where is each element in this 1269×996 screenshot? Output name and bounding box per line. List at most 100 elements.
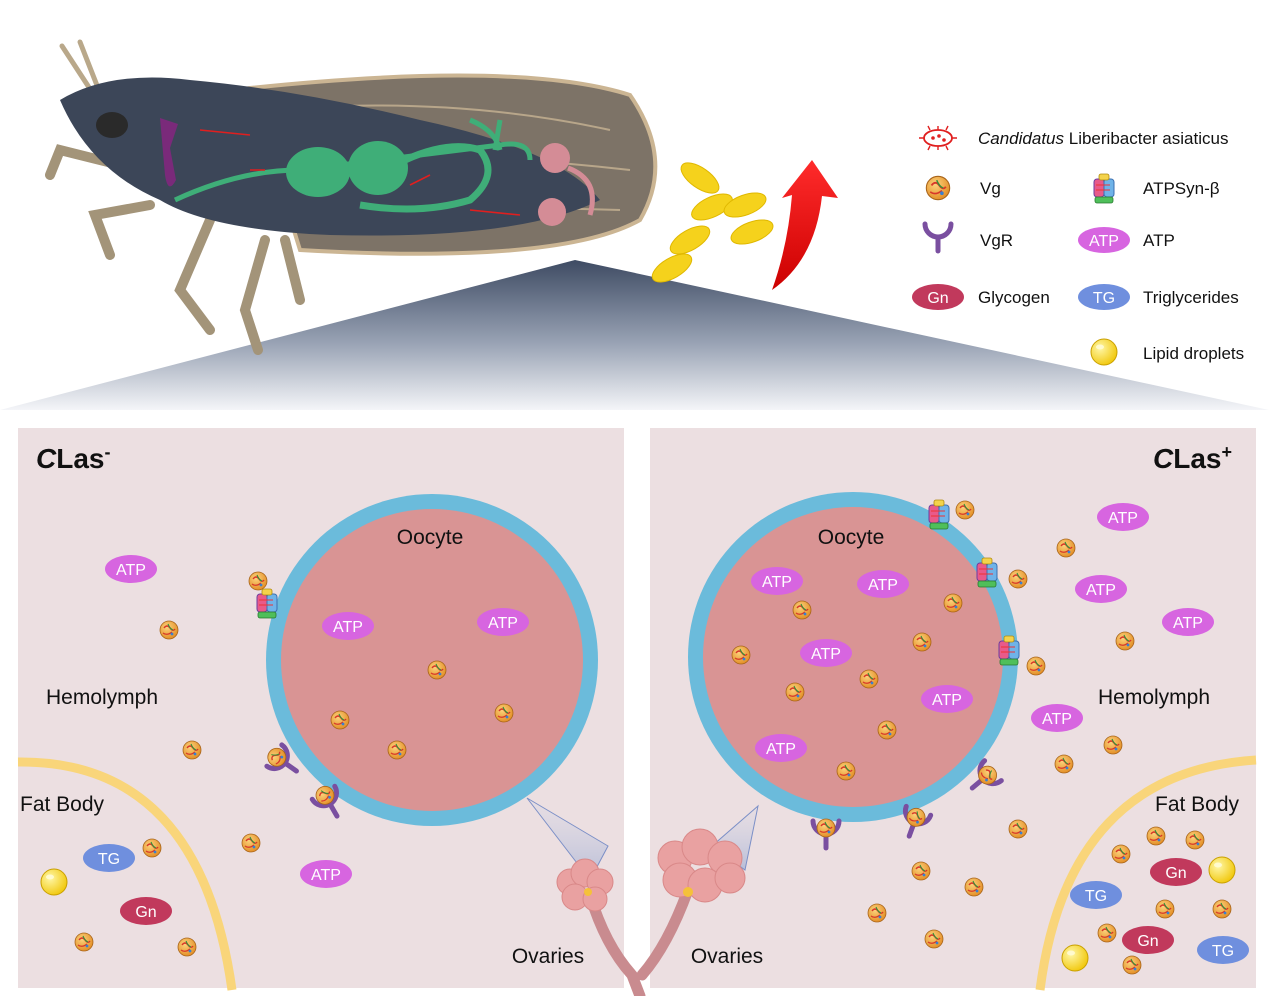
clas-bacterium-icon <box>918 125 958 151</box>
legend-atp-badge-text: ATP <box>1089 233 1119 250</box>
left-vg <box>182 740 202 760</box>
right-vg <box>1185 830 1205 850</box>
svg-text:ATP: ATP <box>932 692 962 709</box>
svg-text:ATP: ATP <box>488 615 518 632</box>
right-ovaries-label: Ovaries <box>691 945 763 968</box>
svg-text:TG: TG <box>98 851 120 868</box>
right-vg <box>1054 754 1074 774</box>
svg-text:ATP: ATP <box>311 867 341 884</box>
left-atp-pill: ATP <box>477 608 529 636</box>
left-oocyte <box>281 509 583 811</box>
legend-atpsyn-label: ATPSyn-β <box>1143 179 1220 198</box>
gn-badge-icon <box>912 284 964 310</box>
psyllid-illustration <box>45 39 658 355</box>
left-tg-pill: TG <box>83 844 135 872</box>
left-vg <box>494 703 514 723</box>
legend-clas-label: Candidatus Liberibacter asiaticus <box>978 129 1228 148</box>
left-ovaries-label: Ovaries <box>512 945 584 968</box>
left-panel: CLas- Oocyte ATP ATP ATP ATP TG Gn <box>17 428 624 991</box>
left-oocyte-label: Oocyte <box>397 526 464 549</box>
svg-text:Gn: Gn <box>1137 933 1158 950</box>
right-fat-body-membrane <box>1035 755 1257 991</box>
right-vg <box>911 861 931 881</box>
right-atp-pill: ATP <box>1097 503 1149 531</box>
right-vg <box>1212 899 1232 919</box>
right-vg <box>1146 826 1166 846</box>
right-vg <box>912 632 932 652</box>
left-vg <box>387 740 407 760</box>
legend-tg-badge-text: TG <box>1093 290 1115 307</box>
legend-triglycerides-label: Triglycerides <box>1143 288 1239 307</box>
legend-atp-label: ATP <box>1143 231 1175 250</box>
left-vg <box>248 571 268 591</box>
right-vg <box>964 877 984 897</box>
right-vg <box>1122 955 1142 975</box>
right-vg <box>924 929 944 949</box>
legend: Candidatus Liberibacter asiaticus Vg ATP… <box>912 125 1244 366</box>
svg-text:ATP: ATP <box>1108 510 1138 527</box>
right-tg-pill: TG <box>1070 881 1122 909</box>
right-vg <box>867 903 887 923</box>
right-atp-pill: ATP <box>751 567 803 595</box>
right-vg <box>1056 538 1076 558</box>
svg-text:ATP: ATP <box>868 577 898 594</box>
legend-glycogen-label: Glycogen <box>978 288 1050 307</box>
right-vg <box>785 682 805 702</box>
svg-text:ATP: ATP <box>762 574 792 591</box>
right-hemolymph-label: Hemolymph <box>1098 686 1210 709</box>
left-panel-title: CLas- <box>36 442 110 474</box>
legend-lipid-label: Lipid droplets <box>1143 344 1244 363</box>
svg-text:Gn: Gn <box>135 904 156 921</box>
svg-text:ATP: ATP <box>1173 615 1203 632</box>
right-gn-pill: Gn <box>1122 926 1174 954</box>
svg-text:TG: TG <box>1212 943 1234 960</box>
right-vg <box>943 593 963 613</box>
right-gn-pill: Gn <box>1150 858 1202 886</box>
right-atp-pill: ATP <box>800 639 852 667</box>
left-gn-pill: Gn <box>120 897 172 925</box>
right-vg <box>1103 735 1123 755</box>
right-vg <box>731 645 751 665</box>
left-atp-pill: ATP <box>322 612 374 640</box>
right-vg <box>792 600 812 620</box>
legend-vg-label: Vg <box>980 179 1001 198</box>
right-vg <box>877 720 897 740</box>
left-vg <box>427 660 447 680</box>
svg-text:ATP: ATP <box>811 646 841 663</box>
right-atp-pill: ATP <box>1075 575 1127 603</box>
atp-badge-icon <box>1078 227 1130 253</box>
right-vg <box>836 761 856 781</box>
right-lipid-droplet <box>1061 944 1089 972</box>
svg-text:ATP: ATP <box>116 562 146 579</box>
ovaries-illustration <box>556 828 746 996</box>
right-lipid-droplet <box>1208 856 1236 884</box>
left-lipid-droplet <box>40 868 68 896</box>
left-atp-pill: ATP <box>105 555 157 583</box>
legend-vgr-label: VgR <box>980 231 1013 250</box>
svg-text:Gn: Gn <box>1165 865 1186 882</box>
svg-text:ATP: ATP <box>333 619 363 636</box>
lipid-droplet-cluster <box>651 162 774 283</box>
left-vg <box>159 620 179 640</box>
zoom-funnel <box>0 260 1269 410</box>
atpsyn-beta-icon <box>1093 173 1115 204</box>
svg-text:TG: TG <box>1085 888 1107 905</box>
right-atp-pill: ATP <box>755 734 807 762</box>
left-vg <box>330 710 350 730</box>
left-vg <box>241 833 261 853</box>
right-panel-title: CLas+ <box>1153 442 1232 474</box>
vg-icon <box>925 175 951 201</box>
left-fat-body-label: Fat Body <box>20 793 105 816</box>
left-hemolymph-label: Hemolymph <box>46 686 158 709</box>
left-vg <box>142 838 162 858</box>
right-atp-pill: ATP <box>857 570 909 598</box>
right-vg <box>1008 819 1028 839</box>
right-atp-pill: ATP <box>921 685 973 713</box>
right-vg <box>1097 923 1117 943</box>
right-vg <box>1115 631 1135 651</box>
right-atp-pill: ATP <box>1031 704 1083 732</box>
lipid-droplet-icon <box>1090 338 1118 366</box>
legend-gn-badge-text: Gn <box>927 290 948 307</box>
right-vg <box>1155 899 1175 919</box>
